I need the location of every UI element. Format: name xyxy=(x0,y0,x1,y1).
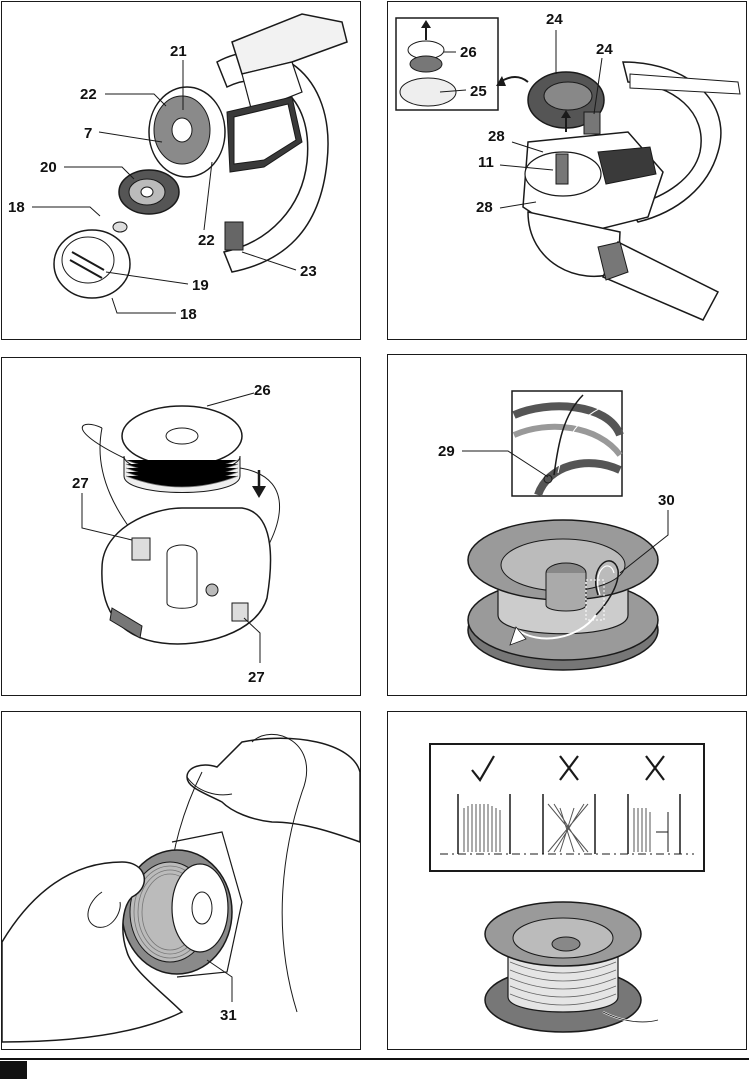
figure-b-panel: 24 26 24 25 28 11 28 xyxy=(387,1,747,340)
callout-25: 25 xyxy=(470,83,487,100)
footer-page-tab xyxy=(0,1061,27,1079)
figure-c-panel: 26 27 27 xyxy=(1,357,361,696)
x-mark-icon xyxy=(559,755,579,781)
callout-28: 28 xyxy=(488,128,505,145)
callout-20: 20 xyxy=(40,159,57,176)
footer-rule xyxy=(0,1058,749,1060)
callout-26: 26 xyxy=(254,382,271,399)
callout-22: 22 xyxy=(80,86,97,103)
figure-b-drawing: 24 26 24 25 28 11 28 xyxy=(395,11,741,321)
callout-24-right: 24 xyxy=(596,41,613,58)
callout-21: 21 xyxy=(170,43,187,60)
callout-23: 23 xyxy=(300,263,317,280)
figure-a-drawing: 21 22 7 20 18 22 19 23 18 xyxy=(8,13,348,323)
figure-a-panel: 21 22 7 20 18 22 19 23 18 xyxy=(1,1,361,340)
callout-27: 27 xyxy=(72,475,89,492)
callout-24: 24 xyxy=(546,11,563,28)
figure-e-drawing: 31 xyxy=(2,733,361,1043)
callout-18: 18 xyxy=(8,199,25,216)
callout-31: 31 xyxy=(220,1007,237,1024)
callout-30: 30 xyxy=(658,492,675,509)
figure-d-panel: 29 30 xyxy=(387,354,747,696)
callout-22-lower: 22 xyxy=(198,232,215,249)
callout-7: 7 xyxy=(84,125,92,142)
check-mark-icon xyxy=(471,755,495,782)
callout-26: 26 xyxy=(460,44,477,61)
callout-27-lower: 27 xyxy=(248,669,265,686)
figure-c-drawing: 26 27 27 xyxy=(72,382,280,686)
callout-28-lower: 28 xyxy=(476,199,493,216)
callout-29: 29 xyxy=(438,443,455,460)
figure-d-drawing: 29 30 xyxy=(438,390,675,671)
callout-19: 19 xyxy=(192,277,209,294)
x-mark-icon-2 xyxy=(645,755,665,781)
figure-e-panel: 31 xyxy=(1,711,361,1050)
figure-f-panel xyxy=(387,711,747,1050)
figure-f-drawing xyxy=(429,743,705,1033)
callout-11: 11 xyxy=(478,154,494,171)
callout-18-lower: 18 xyxy=(180,306,197,323)
